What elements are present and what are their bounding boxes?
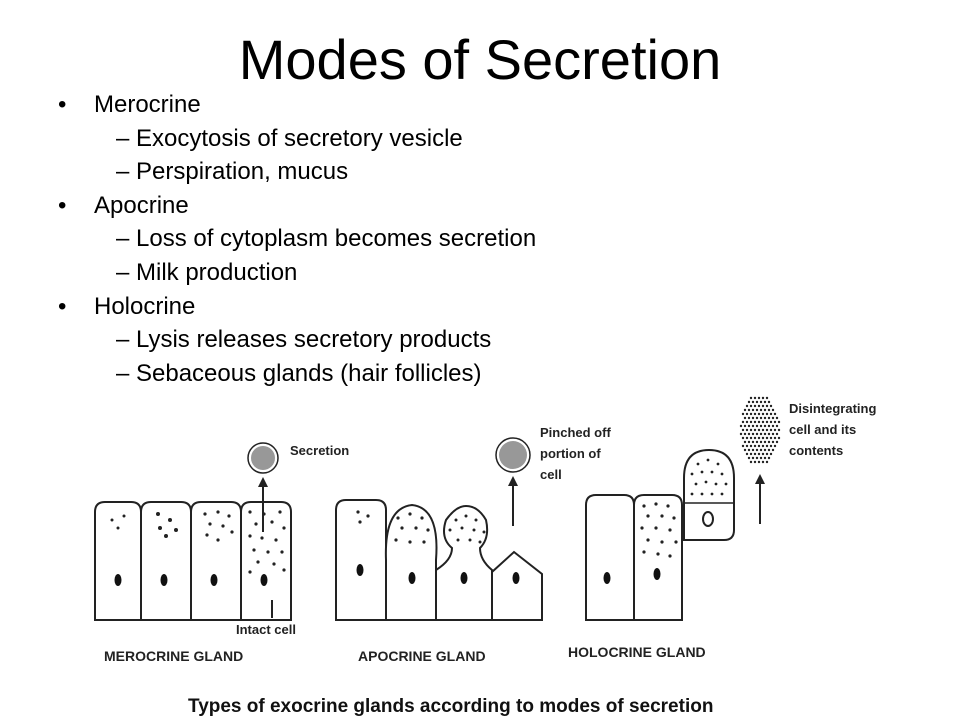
bullet-list: Merocrine Exocytosis of secretory vesicl…: [58, 88, 536, 390]
apocrine-gland-label: APOCRINE GLAND: [358, 648, 486, 664]
bullet-holocrine: Holocrine: [58, 290, 536, 324]
merocrine-cell: [240, 501, 292, 621]
cell-nuclei: [603, 568, 661, 584]
secretory-granules: [640, 458, 728, 558]
holocrine-gland-label: HOLOCRINE GLAND: [568, 644, 706, 660]
pinched-label-line3: cell: [540, 467, 562, 482]
slide-title: Modes of Secretion: [238, 28, 722, 91]
sub-bullet: Sebaceous glands (hair follicles): [58, 357, 536, 391]
sub-bullet: Milk production: [58, 256, 536, 290]
disintegrating-label-line2: cell and its: [789, 422, 856, 437]
merocrine-cell: [140, 501, 192, 621]
apocrine-gland: Pinched off portion of cell APOCRINE GLA…: [335, 425, 611, 664]
holocrine-cell: [585, 494, 635, 621]
merocrine-cell: [94, 501, 142, 621]
disintegrating-label-line1: Disintegrating: [789, 401, 876, 416]
merocrine-gland: Secretion Intact cell MEROCRINE GLAND: [94, 442, 349, 664]
bullet-apocrine: Apocrine: [58, 189, 536, 223]
disintegrating-cell: [739, 396, 781, 464]
secretion-label: Secretion: [290, 443, 349, 458]
apocrine-cell: [491, 550, 543, 621]
sub-bullet: Perspiration, mucus: [58, 155, 536, 189]
apocrine-cell: [384, 503, 438, 621]
intact-cell-label: Intact cell: [236, 622, 296, 637]
apocrine-cell: [335, 499, 387, 621]
holocrine-old-cell: [683, 448, 735, 541]
merocrine-gland-label: MEROCRINE GLAND: [104, 648, 243, 664]
merocrine-cell: [190, 501, 242, 621]
pyknotic-nucleus: [702, 511, 714, 527]
disintegrating-label-line3: contents: [789, 443, 843, 458]
figure-caption: Types of exocrine glands according to mo…: [188, 696, 713, 717]
pinched-label-line2: portion of: [540, 446, 601, 461]
sub-bullet: Exocytosis of secretory vesicle: [58, 122, 536, 156]
pinched-label-line1: Pinched off: [540, 425, 611, 440]
holocrine-gland: Disintegrating cell and its contents HOL…: [568, 396, 876, 660]
pinched-off-portion: [495, 437, 531, 473]
sub-bullet: Lysis releases secretory products: [58, 323, 536, 357]
bullet-merocrine: Merocrine: [58, 88, 536, 122]
apocrine-cell: [435, 504, 493, 621]
cell-nuclei: [356, 564, 520, 584]
secretory-granules: [356, 510, 486, 544]
holocrine-cell: [633, 494, 683, 621]
sub-bullet: Loss of cytoplasm becomes secretion: [58, 222, 536, 256]
cell-nuclei: [114, 574, 268, 586]
secretion-vesicle: [247, 442, 279, 474]
